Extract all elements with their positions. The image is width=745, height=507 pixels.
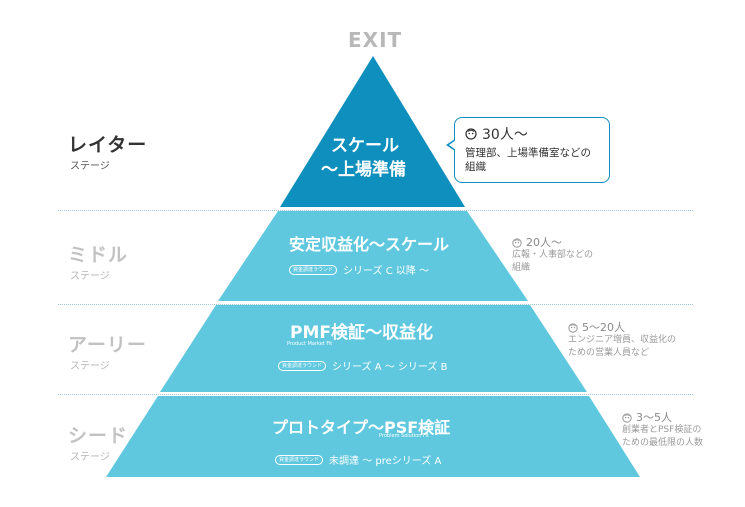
funding-round-pill: 資金調達ラウンド xyxy=(289,264,338,275)
team-desc-line2: 組織 xyxy=(512,263,531,273)
face-icon xyxy=(568,322,578,333)
team-desc-line2: ための最低限の人数 xyxy=(622,438,704,448)
team-count: 30人〜 xyxy=(482,127,528,143)
tier-late-title-line1: スケール xyxy=(331,136,399,156)
tier-middle-round: 資金調達ラウンド シリーズ C 以降 〜 xyxy=(289,262,429,277)
tier-early-title: PMF検証〜収益化 xyxy=(290,323,433,343)
face-icon xyxy=(465,128,477,140)
team-count: 3〜5人 xyxy=(636,411,672,424)
team-info-seed: 3〜5人 創業者とPSF検証の ための最低限の人数 xyxy=(622,411,703,450)
divider-2 xyxy=(58,304,693,305)
tier-early-subtitle-en: Product Market Fit xyxy=(287,341,333,347)
team-count: 5〜20人 xyxy=(582,321,625,334)
exit-label: EXIT xyxy=(348,28,403,52)
funding-round-text: シリーズ C 以降 〜 xyxy=(343,266,430,277)
divider-3 xyxy=(58,394,693,395)
tier-late-title-line2: 〜上場準備 xyxy=(321,160,406,180)
tier-early-shape xyxy=(160,305,587,392)
tier-seed-subtitle-en: Problem Solution Fit xyxy=(379,433,429,439)
tier-seed-round: 資金調達ラウンド 未調達 〜 preシリーズ A xyxy=(275,452,441,467)
team-desc-line1: エンジニア増員、収益化の xyxy=(568,335,677,345)
team-count-row: 5〜20人 xyxy=(568,321,676,334)
face-icon xyxy=(512,237,522,248)
stage-early-title: アーリー xyxy=(68,334,147,356)
team-desc: 管理部、上場準備室などの組織 xyxy=(465,147,591,173)
tier-seed-shape xyxy=(106,396,640,477)
team-info-early: 5〜20人 エンジニア増員、収益化の ための営業人員など xyxy=(568,321,676,360)
team-count: 20人〜 xyxy=(526,236,562,249)
funding-round-pill: 資金調達ラウンド xyxy=(278,360,327,371)
stage-seed-sub: ステージ xyxy=(70,452,110,463)
team-info-middle: 20人〜 広報・人事部などの 組織 xyxy=(512,236,593,275)
stage-late-title: レイター xyxy=(68,134,148,156)
tier-middle-shape xyxy=(218,211,528,301)
funding-round-text: 未調達 〜 preシリーズ A xyxy=(329,456,442,467)
stage-middle-title: ミドル xyxy=(68,244,129,266)
funding-round-text: シリーズ A 〜 シリーズ B xyxy=(332,362,448,373)
stage-middle-sub: ステージ xyxy=(70,271,110,282)
team-count-row: 20人〜 xyxy=(512,236,593,249)
team-desc-line1: 広報・人事部などの xyxy=(512,250,594,260)
tier-middle-title: 安定収益化〜スケール xyxy=(289,235,450,254)
stage-early-sub: ステージ xyxy=(70,361,110,372)
face-icon xyxy=(622,412,632,423)
tier-seed-title: プロトタイプ〜PSF検証 xyxy=(272,418,451,437)
team-info-late: 30人〜 管理部、上場準備室などの組織 xyxy=(454,117,610,183)
stage-seed-title: シード xyxy=(68,425,129,447)
tier-early-round: 資金調達ラウンド シリーズ A 〜 シリーズ B xyxy=(278,358,447,373)
divider-1 xyxy=(58,210,693,211)
team-count-row: 30人〜 xyxy=(465,124,599,144)
funding-round-pill: 資金調達ラウンド xyxy=(275,454,324,465)
team-count-row: 3〜5人 xyxy=(622,411,703,424)
stage-late-sub: ステージ xyxy=(70,161,110,172)
bubble-tail-inner xyxy=(449,140,456,150)
team-desc-line1: 創業者とPSF検証の xyxy=(622,425,702,435)
tier-late-shape xyxy=(280,56,465,207)
team-desc-line2: ための営業人員など xyxy=(568,348,650,358)
